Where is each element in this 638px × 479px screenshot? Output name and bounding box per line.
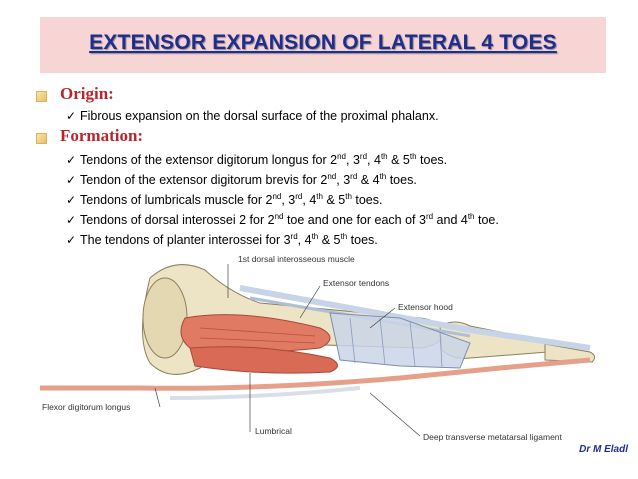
label-extensor-tendons: Extensor tendons xyxy=(323,278,389,288)
check-icon: ✓ xyxy=(66,109,77,123)
distal-phalanx xyxy=(544,343,596,363)
check-icon: ✓ xyxy=(66,233,77,247)
label-deep-ligament: Deep transverse metatarsal ligament xyxy=(423,432,563,442)
title-bar: EXTENSOR EXPANSION OF LATERAL 4 TOES xyxy=(40,17,606,73)
check-icon: ✓ xyxy=(66,153,77,167)
dorsal-interosseous-muscle xyxy=(180,314,331,353)
formation-item: ✓Tendons of lumbricals muscle for 2nd, 3… xyxy=(66,192,383,207)
check-icon: ✓ xyxy=(66,173,77,187)
label-lumbrical: Lumbrical xyxy=(255,426,292,436)
origin-bullet xyxy=(36,91,47,102)
origin-heading: Origin: xyxy=(60,84,114,103)
formation-bullet xyxy=(36,133,47,144)
slide-title: EXTENSOR EXPANSION OF LATERAL 4 TOES xyxy=(89,31,557,54)
check-icon: ✓ xyxy=(66,193,77,207)
flexor-tendon xyxy=(40,357,591,391)
label-extensor-hood: Extensor hood xyxy=(398,302,453,312)
extensor-hood xyxy=(329,312,471,369)
deep-ligament xyxy=(169,386,361,400)
origin-item: ✓Fibrous expansion on the dorsal surface… xyxy=(66,109,439,123)
foot-anatomy-illustration: 1st dorsal interosseous muscle Extensor … xyxy=(40,254,596,442)
formation-item: ✓Tendon of the extensor digitorum brevis… xyxy=(66,172,417,187)
metatarsal-head xyxy=(142,277,188,359)
author-credit: Dr M Eladl xyxy=(579,444,628,455)
formation-heading: Formation: xyxy=(60,126,144,145)
formation-item: ✓Tendons of the extensor digitorum longu… xyxy=(66,152,448,167)
lumbrical-muscle xyxy=(189,346,338,374)
formation-item: ✓Tendons of dorsal interossei 2 for 2nd … xyxy=(66,212,499,227)
label-dorsal-interosseous: 1st dorsal interosseous muscle xyxy=(238,254,355,264)
extensor-tendon xyxy=(239,285,591,351)
label-flexor: Flexor digitorum longus xyxy=(42,402,130,412)
formation-item: ✓The tendons of planter interossei for 3… xyxy=(66,232,378,247)
check-icon: ✓ xyxy=(66,213,77,227)
